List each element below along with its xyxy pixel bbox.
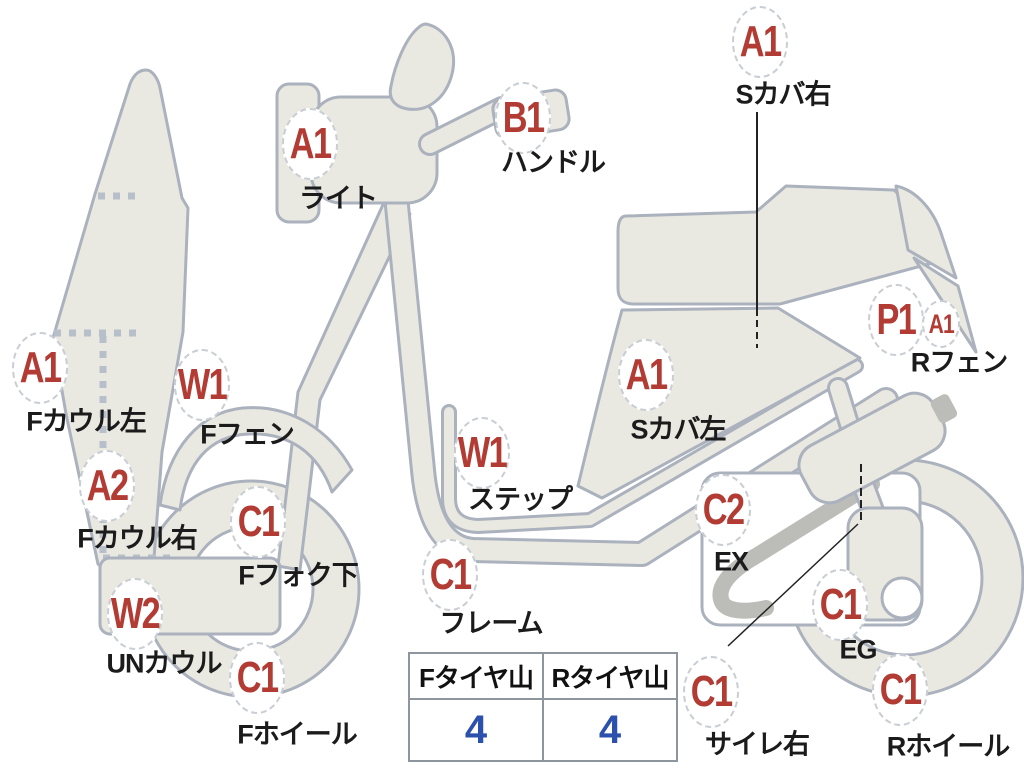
damage-badge-undercowl[interactable]: W2 xyxy=(107,578,163,650)
damage-code: C2 xyxy=(702,485,745,534)
part-label-undercowl: UNカウル xyxy=(106,648,223,679)
damage-code: A1 xyxy=(739,17,782,66)
damage-badge-rfender-2[interactable]: A1 xyxy=(922,300,960,348)
damage-code: B1 xyxy=(502,93,545,142)
part-label-ffender: Fフェン xyxy=(200,419,294,450)
damage-badge-light[interactable]: A1 xyxy=(282,108,338,180)
handlebar-fill xyxy=(421,99,511,153)
tire-tread-table: Fタイヤ山 Rタイヤ山 4 4 xyxy=(408,652,678,762)
damage-badge-ffork-lower[interactable]: C1 xyxy=(230,486,286,558)
crankcase-port xyxy=(880,576,924,620)
part-label-silencer-right: サイレ右 xyxy=(705,729,810,760)
part-label-scover-right: Sカバ右 xyxy=(735,79,831,110)
damage-badge-fcowl-left[interactable]: A1 xyxy=(12,332,68,404)
damage-code: A2 xyxy=(86,461,129,510)
damage-code: W1 xyxy=(457,428,508,477)
damage-badge-scover-left[interactable]: A1 xyxy=(618,339,674,411)
part-label-fcowl-right: Fカウル右 xyxy=(77,523,197,554)
damage-code: C1 xyxy=(690,667,733,716)
damage-badge-scover-right[interactable]: A1 xyxy=(732,6,788,78)
leader-silencer xyxy=(727,523,859,647)
front-tire-tread-header: Fタイヤ山 xyxy=(408,652,544,700)
part-label-frame: フレーム xyxy=(439,608,543,639)
damage-code: C1 xyxy=(236,653,279,702)
frame-band-inner-fill xyxy=(444,361,861,531)
part-label-step: ステップ xyxy=(468,484,573,515)
damage-badge-handle[interactable]: B1 xyxy=(495,82,551,154)
damage-code: C1 xyxy=(429,550,472,599)
damage-code: W1 xyxy=(177,360,228,409)
part-label-engine: EG xyxy=(839,634,877,665)
damage-code: C1 xyxy=(237,497,280,546)
rear-tire-tread-value: 4 xyxy=(542,698,678,762)
exhaust-pipe xyxy=(712,476,880,619)
mirror xyxy=(388,22,455,111)
damage-badge-engine[interactable]: C1 xyxy=(812,569,868,641)
damage-badge-fcowl-right[interactable]: A2 xyxy=(79,450,135,522)
part-label-rfender: Rフェン xyxy=(910,347,1008,378)
damage-badge-fwheel[interactable]: C1 xyxy=(229,642,285,714)
frame-band-outer-fill xyxy=(387,196,896,564)
damage-code: A1 xyxy=(625,350,668,399)
damage-code: W2 xyxy=(110,589,161,638)
damage-badge-rwheel[interactable]: C1 xyxy=(872,654,928,726)
damage-code: A1 xyxy=(289,119,332,168)
tail-cover xyxy=(894,184,958,280)
part-label-handle: ハンドル xyxy=(501,147,606,178)
damage-code: A1 xyxy=(928,308,954,339)
part-label-rwheel: Rホイール xyxy=(886,731,1010,762)
damage-badge-frame[interactable]: C1 xyxy=(422,539,478,611)
part-label-scover-left: Sカバ左 xyxy=(630,414,726,445)
part-label-ffork-lower: Fフォク下 xyxy=(238,560,358,591)
front-tire-tread-value: 4 xyxy=(408,698,544,762)
part-label-fcowl-left: Fカウル左 xyxy=(26,406,146,437)
damage-code: A1 xyxy=(19,343,62,392)
part-label-exhaust: EX xyxy=(713,546,749,577)
damage-code: P1 xyxy=(876,295,917,344)
part-label-light: ライト xyxy=(299,183,378,214)
part-label-fwheel: Fホイール xyxy=(237,719,357,750)
damage-badge-step[interactable]: W1 xyxy=(454,417,510,489)
damage-badge-ffender[interactable]: W1 xyxy=(174,349,230,421)
damage-badge-silencer-right[interactable]: C1 xyxy=(683,656,739,728)
muffler-tip xyxy=(930,394,958,424)
damage-badge-exhaust[interactable]: C2 xyxy=(695,474,751,546)
damage-code: C1 xyxy=(819,580,862,629)
rear-tire-tread-header: Rタイヤ山 xyxy=(542,652,678,700)
damage-code: C1 xyxy=(879,665,922,714)
front-fender xyxy=(158,406,354,512)
